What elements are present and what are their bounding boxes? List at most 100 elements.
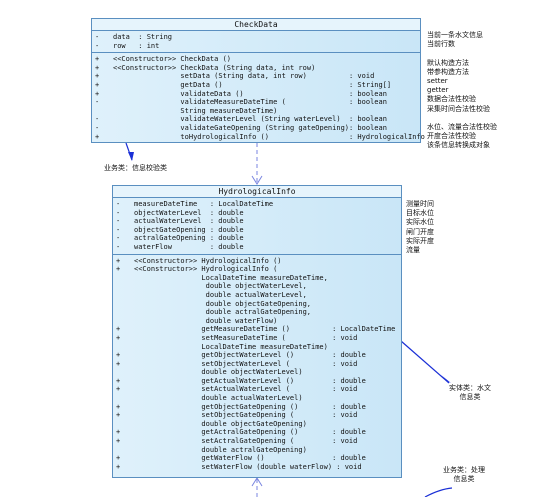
class-method-row: + getObjectGateOpening () : double (116, 403, 398, 412)
visibility-marker: + (116, 359, 121, 368)
member-text: actualWaterLevel : double (134, 217, 244, 226)
class-method-row: + getActralGateOpening () : double (116, 428, 398, 437)
note-line (427, 49, 497, 58)
member-text: double objectGateOpening, (134, 299, 312, 308)
class-method-row: + setWaterFlow (double waterFlow) : void (116, 463, 398, 472)
visibility-marker: - (95, 115, 100, 124)
class-method-row: double waterFlow) (116, 317, 398, 326)
visibility-marker: + (95, 55, 100, 64)
member-text: validateGateOpening (String gateOpening)… (113, 123, 387, 132)
class-checkdata-methods: +<<Constructor>> CheckData ()+<<Construc… (92, 53, 425, 143)
class-checkdata-title: CheckData (92, 19, 420, 31)
class-method-row: + setActralGateOpening ( : void (116, 437, 398, 446)
note-line: 水位、流量合法性校验 (427, 122, 497, 131)
visibility-marker: + (95, 72, 100, 81)
class-method-row: - validateMeasureDateTime ( : boolean (95, 98, 417, 107)
class-method-row: double actralGateOpening, (116, 308, 398, 317)
class-field-row: -objectWaterLevel : double (116, 209, 398, 218)
visibility-marker: - (95, 41, 100, 50)
visibility-marker: + (95, 89, 100, 98)
arrowhead-business (128, 152, 134, 161)
member-text: getObjectGateOpening () : double (134, 402, 366, 411)
member-text: double waterFlow) (134, 316, 278, 325)
class-field-row: -objectGateOpening : double (116, 226, 398, 235)
member-text: setActualWaterLevel ( : void (134, 385, 358, 394)
member-text: <<Constructor>> HydrologicalInfo () (134, 256, 282, 265)
note-line: 当前一条水文信息 (427, 31, 483, 39)
class-method-row: +<<Constructor>> HydrologicalInfo ( (116, 265, 398, 274)
member-text: validateData () : boolean (113, 89, 387, 98)
member-text: objectWaterLevel : double (134, 208, 244, 217)
visibility-marker: + (95, 132, 100, 141)
class-hydrologicalinfo-title: HydrologicalInfo (113, 186, 401, 198)
note-line: 带参构造方法 (427, 67, 469, 76)
connector-hydro-entity (400, 340, 450, 384)
class-method-row: + setObjectWaterLevel ( : void (116, 360, 398, 369)
member-text: validateMeasureDateTime ( : boolean (113, 98, 387, 107)
member-text: actralGateOpening : double (134, 234, 244, 243)
member-text: setData (String data, int row) : void (113, 72, 375, 81)
class-method-row: String measureDateTime) (95, 107, 417, 116)
class-field-row: -measureDateTime : LocalDateTime (116, 200, 398, 209)
class-hydrologicalinfo-methods: + <<Constructor>> HydrologicalInfo ()+<<C… (113, 255, 401, 474)
class-method-row: double objectGateOpening) (116, 420, 398, 429)
class-method-row: +<<Constructor>> CheckData (String data,… (95, 64, 417, 73)
visibility-marker: + (116, 428, 121, 437)
class-method-row: + setData (String data, int row) : void (95, 72, 417, 81)
class-hydrologicalinfo[interactable]: HydrologicalInfo -measureDateTime : Loca… (112, 185, 402, 478)
class-method-row: + getObjectWaterLevel () : double (116, 351, 398, 360)
visibility-marker: + (95, 63, 100, 72)
note-line: 流量 (406, 245, 420, 254)
visibility-marker: - (116, 234, 121, 243)
visibility-marker: + (116, 437, 121, 446)
connector-process (424, 487, 453, 497)
class-method-row: +<<Constructor>> CheckData () (95, 55, 417, 64)
note-line: 数据合法性校验 (427, 95, 476, 104)
class-field-row: - actualWaterLevel : double (116, 217, 398, 226)
member-text: waterFlow : double (134, 242, 244, 251)
note-line: getter (427, 86, 449, 95)
class-method-row: LocalDateTime measureDateTime, (116, 274, 398, 283)
visibility-marker: + (116, 265, 121, 274)
note-line: 实际水位 (406, 218, 434, 227)
dependency-bottom-arrowhead (251, 477, 263, 487)
visibility-marker: - (95, 33, 100, 41)
note-line: 实际开度 (406, 236, 434, 245)
visibility-marker: + (116, 454, 121, 463)
class-checkdata-fields: -data : String-row : int (92, 31, 420, 54)
member-text: getActralGateOpening () : double (134, 428, 366, 437)
class-method-row: + getWaterFlow () : double (116, 454, 398, 463)
class-checkdata[interactable]: CheckData -data : String-row : int +<<Co… (91, 18, 425, 143)
visibility-marker: + (116, 256, 121, 265)
class-method-row: + setMeasureDateTime ( : void (116, 334, 398, 343)
member-text: getWaterFlow () : double (134, 454, 366, 463)
member-text: getActualWaterLevel () : double (134, 376, 366, 385)
note-line: 闸门开度 (406, 227, 434, 236)
note-line (427, 114, 497, 123)
class-method-row: - validateWaterLevel (String waterLevel)… (95, 115, 417, 124)
visibility-marker: - (116, 217, 121, 226)
class-method-row: double objectGateOpening, (116, 300, 398, 309)
class-method-row: double actualWaterLevel, (116, 291, 398, 300)
visibility-marker: + (116, 333, 121, 342)
member-text: String measureDateTime) (113, 106, 278, 115)
class-method-row: + getActualWaterLevel () : double (116, 377, 398, 386)
member-text: LocalDateTime measureDateTime) (134, 342, 328, 351)
member-text: getObjectWaterLevel () : double (134, 351, 366, 360)
visibility-marker: + (116, 376, 121, 385)
visibility-marker: - (95, 123, 100, 132)
member-text: setActralGateOpening ( : void (134, 437, 358, 446)
class-method-row: + setActualWaterLevel ( : void (116, 385, 398, 394)
hydro-notes: 测量时间目标水位实际水位闸门开度实际开度流量 (406, 200, 434, 255)
class-method-row: + validateData () : boolean (95, 90, 417, 99)
member-text: setMeasureDateTime ( : void (134, 333, 358, 342)
label-business-check: 业务类：信息校验类 (104, 164, 167, 172)
class-method-row: double objectWaterLevel) (116, 368, 398, 377)
note-line: 当前行数 (427, 40, 455, 49)
visibility-marker: + (116, 462, 121, 471)
member-text: double objectGateOpening) (134, 419, 307, 428)
visibility-marker: + (116, 411, 121, 420)
note-line: 该条信息转换成对象 (427, 141, 490, 150)
